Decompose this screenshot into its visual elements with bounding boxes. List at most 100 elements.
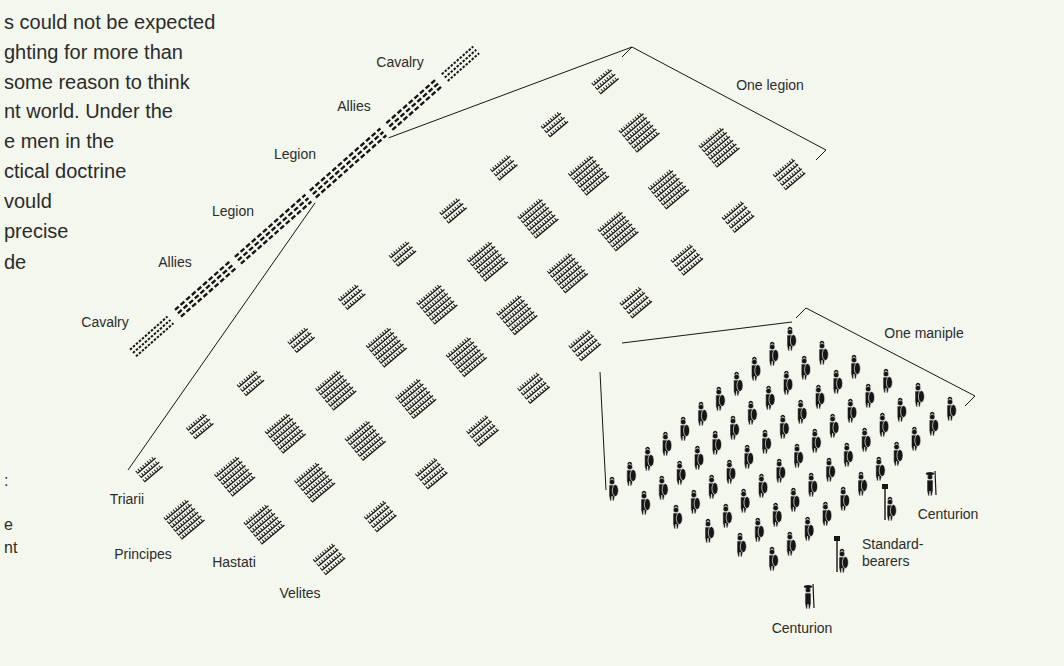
rank-line	[394, 247, 412, 262]
soldier-figure	[758, 475, 767, 499]
infantry-strip	[181, 268, 236, 317]
head	[752, 359, 758, 365]
soldier-figure	[762, 431, 771, 455]
shield	[847, 451, 853, 463]
rank-men	[596, 73, 614, 88]
head	[663, 434, 669, 440]
rank-line	[445, 204, 463, 219]
soldier-figure	[780, 416, 789, 440]
rank-men	[715, 147, 738, 166]
soldier-figure	[744, 446, 753, 470]
soldier-figure	[769, 548, 778, 572]
head	[659, 478, 665, 484]
hastati-maniple	[497, 295, 537, 335]
crest	[610, 478, 614, 480]
rank-line	[333, 391, 356, 410]
crest	[713, 432, 717, 434]
soldier-figure	[645, 448, 654, 472]
head	[947, 399, 953, 405]
crest	[841, 488, 845, 490]
rank-men	[478, 428, 498, 445]
crest	[834, 371, 838, 373]
rank-line	[325, 558, 345, 575]
shield	[833, 422, 839, 434]
hastati-maniple	[598, 211, 638, 251]
line-label: Velites	[279, 585, 320, 603]
shield	[790, 540, 796, 552]
soldier-figure	[865, 385, 874, 409]
crest	[859, 473, 863, 475]
shield	[726, 512, 732, 524]
rank-line	[343, 290, 361, 305]
crest	[809, 474, 813, 476]
principes-maniple	[417, 284, 457, 324]
rank-men	[292, 332, 310, 347]
triarii-maniple	[440, 198, 467, 223]
crest	[898, 399, 902, 401]
crest	[831, 415, 835, 417]
triarii-maniple	[339, 284, 366, 309]
head	[851, 357, 857, 363]
infantry-strip	[389, 83, 438, 127]
rank-line	[632, 301, 652, 318]
crest	[823, 503, 827, 505]
soldier-figure	[698, 403, 707, 427]
hastati-maniple	[447, 337, 487, 377]
rank-men	[529, 385, 549, 402]
crest	[770, 343, 774, 345]
principes-maniple	[367, 327, 407, 367]
crest	[784, 372, 788, 374]
crest	[930, 413, 934, 415]
shield	[716, 439, 722, 451]
head	[816, 387, 822, 393]
soldier-figure	[677, 462, 686, 486]
shield	[712, 483, 718, 495]
head	[912, 429, 918, 435]
rank-line	[347, 294, 365, 309]
soldier-figure	[766, 387, 775, 411]
soldier-figure	[730, 417, 739, 441]
shield	[680, 469, 686, 481]
head	[609, 479, 615, 485]
rank-line	[289, 329, 307, 344]
triarii-maniple	[187, 414, 214, 439]
soldier-figure	[712, 432, 721, 456]
crest	[735, 373, 739, 375]
crest	[767, 387, 771, 389]
body-text-fragment: nt	[4, 538, 17, 558]
crest	[880, 414, 884, 416]
shield	[826, 510, 832, 522]
triarii-maniple	[136, 457, 163, 482]
soldier-figure	[862, 429, 871, 453]
rank-men	[440, 198, 458, 213]
velites-maniple	[620, 287, 652, 318]
soldier-figure	[826, 459, 835, 483]
head	[741, 491, 747, 497]
crest	[674, 506, 678, 508]
bracket	[622, 47, 826, 160]
vine-staff	[935, 471, 936, 495]
soldier-figure	[773, 504, 782, 528]
line-label: Triarii	[110, 491, 144, 509]
soldier-figure	[858, 473, 867, 497]
rank-men	[136, 457, 154, 472]
body	[927, 480, 933, 496]
soldier-figure	[801, 357, 810, 381]
vine-staff	[813, 584, 814, 608]
shield	[662, 484, 668, 496]
cavalry-strip	[448, 53, 479, 81]
shield	[776, 511, 782, 523]
crest	[845, 444, 849, 446]
shield	[854, 363, 860, 375]
line-label: Principes	[114, 546, 172, 564]
crest	[752, 358, 756, 360]
shield	[666, 440, 672, 452]
shield	[801, 408, 807, 420]
soldier-figure	[879, 414, 888, 438]
rank-men	[494, 159, 512, 174]
body-text-fragment: nt world. Under the	[4, 99, 173, 124]
head	[812, 431, 818, 437]
soldier-figure	[883, 370, 892, 394]
shield	[740, 541, 746, 553]
